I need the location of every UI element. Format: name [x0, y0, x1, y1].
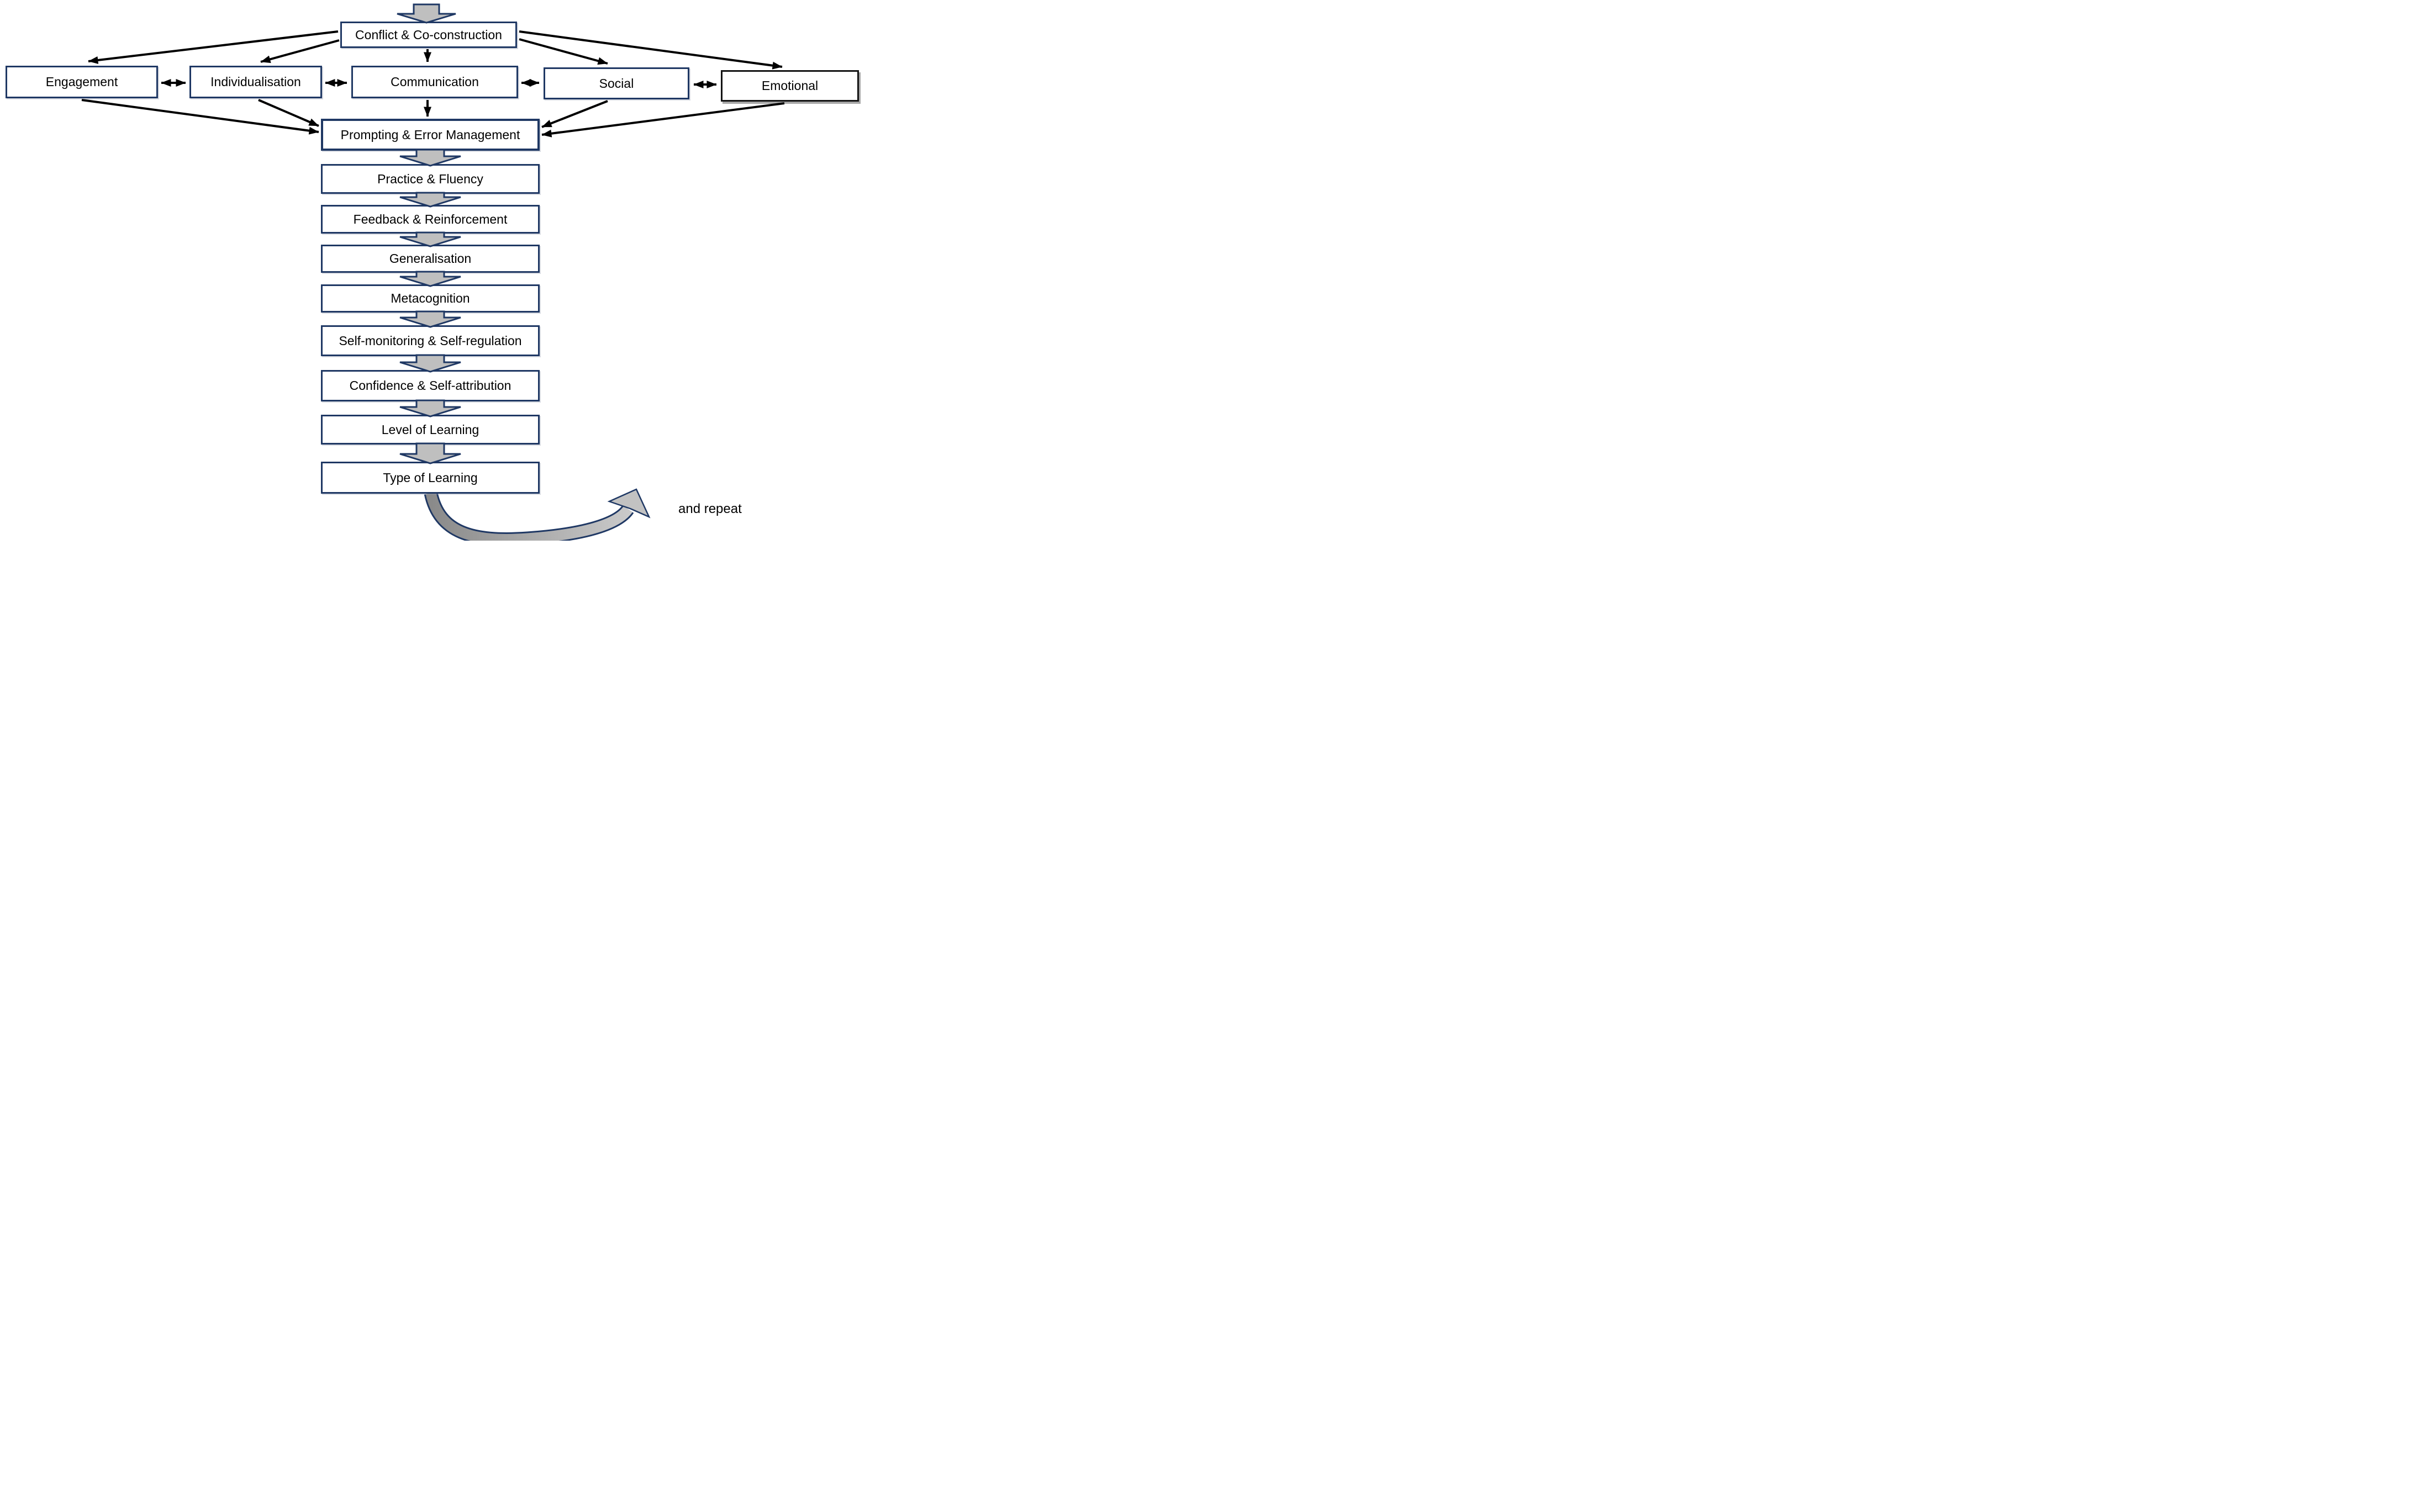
node-label: Type of Learning — [383, 470, 478, 485]
node-type-of-learning: Type of Learning — [321, 462, 540, 494]
repeat-curve-arrow — [424, 488, 651, 541]
node-label: Individualisation — [210, 75, 301, 89]
node-practice-fluency: Practice & Fluency — [321, 164, 540, 194]
node-individualisation: Individualisation — [189, 66, 322, 98]
node-label: Conflict & Co-construction — [355, 27, 502, 42]
node-label: Self-monitoring & Self-regulation — [339, 333, 522, 348]
node-engagement: Engagement — [6, 66, 158, 98]
node-label: Generalisation — [389, 251, 472, 266]
node-label: Feedback & Reinforcement — [353, 212, 508, 226]
node-label: Engagement — [45, 75, 118, 89]
node-label: Confidence & Self-attribution — [349, 378, 511, 393]
node-generalisation: Generalisation — [321, 245, 540, 273]
node-confidence-self-attribution: Confidence & Self-attribution — [321, 370, 540, 401]
node-feedback-reinforcement: Feedback & Reinforcement — [321, 205, 540, 234]
and-repeat-label: and repeat — [678, 501, 742, 516]
node-emotional: Emotional — [721, 70, 859, 102]
node-label: Metacognition — [391, 291, 470, 305]
node-communication: Communication — [351, 66, 518, 98]
node-self-monitoring-self-regulation: Self-monitoring & Self-regulation — [321, 325, 540, 356]
node-label: Communication — [391, 75, 479, 89]
node-label: Practice & Fluency — [377, 171, 483, 186]
node-prompting-error-management: Prompting & Error Management — [321, 119, 540, 151]
flowchart-figure: Conflict & Co-construction Engagement In… — [0, 0, 862, 541]
node-label: Level of Learning — [381, 422, 479, 437]
node-label: Social — [599, 76, 634, 91]
repeat-curve-arrowhead — [607, 488, 651, 519]
node-label: Emotional — [761, 78, 819, 93]
node-social: Social — [544, 67, 689, 99]
node-level-of-learning: Level of Learning — [321, 415, 540, 445]
node-label: Prompting & Error Management — [340, 127, 520, 142]
node-metacognition: Metacognition — [321, 284, 540, 313]
repeat-curve-body — [425, 491, 632, 541]
node-conflict-co-construction: Conflict & Co-construction — [340, 22, 517, 48]
